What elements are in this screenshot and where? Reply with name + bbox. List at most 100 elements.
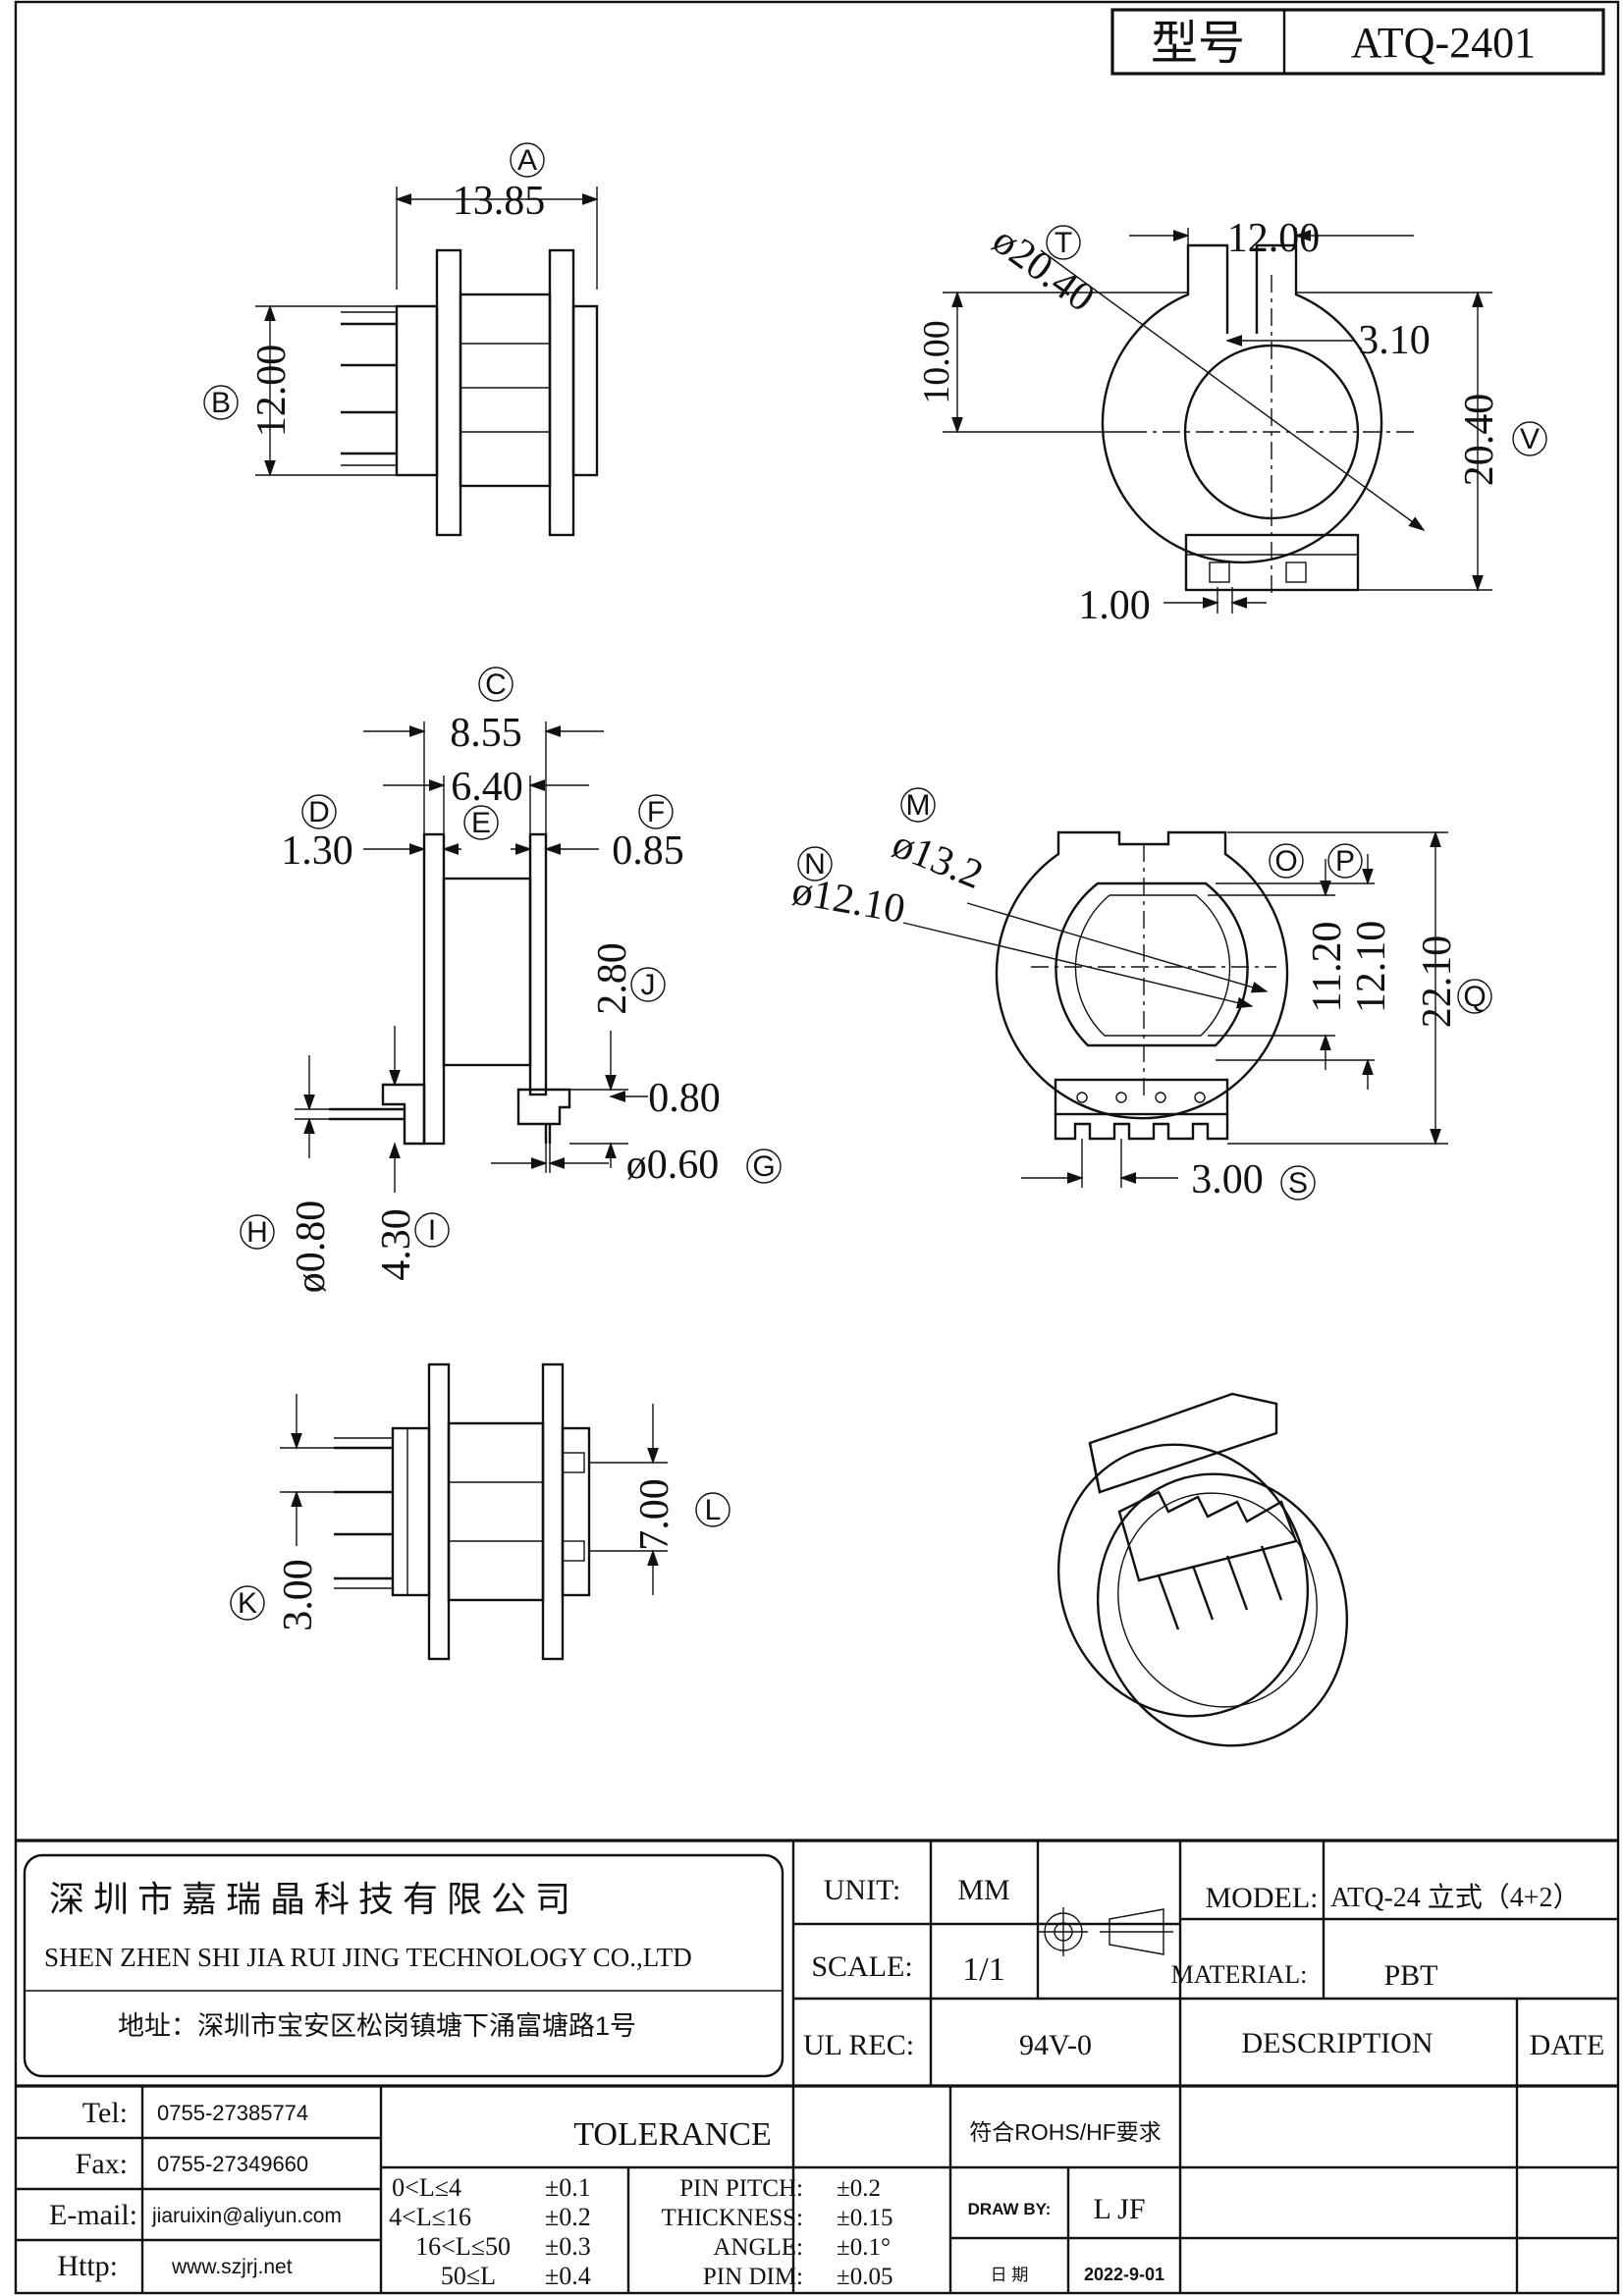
tol-value-0: ±0.1 <box>545 2173 591 2202</box>
tag-D: D <box>308 796 330 828</box>
tol-value-2: ±0.3 <box>545 2232 591 2261</box>
email-value: jiaruixin@aliyun.com <box>151 2205 342 2227</box>
tag-F: F <box>647 796 665 828</box>
view-section-middle-left: 8.55 C 6.40 1.30 D E 0.85 F 2.80 J 0.80 <box>240 667 782 1294</box>
company-name-en: SHEN ZHEN SHI JIA RUI JING TECHNOLOGY CO… <box>44 1943 692 1972</box>
material-label: MATERIAL: <box>1171 1960 1308 1989</box>
drawby-label: DRAW BY: <box>968 2200 1052 2218</box>
header-model-label: 型号 <box>1151 18 1245 70</box>
spec-name-2: ANGLE: <box>713 2234 803 2261</box>
view-end-top-right: 12.00 3.10 ø20.40 T 10.00 20.40 V 1.00 <box>916 216 1547 628</box>
ulrec-label: UL REC: <box>803 2029 914 2061</box>
view-end-middle-right: ø13.2 M ø12.10 N 11.20 12.10 O P 22.10 Q <box>788 787 1492 1202</box>
spec-tol-3: ±0.05 <box>837 2264 893 2290</box>
dim-080: 0.80 <box>648 1076 721 1121</box>
unit-label: UNIT: <box>824 1874 901 1906</box>
date-header-label: DATE <box>1530 2029 1605 2061</box>
view-side-top-left: 13.85 A 12.00 B <box>203 142 599 537</box>
fax-label: Fax: <box>76 2148 128 2180</box>
dim-O: 11.20 <box>1305 922 1350 1013</box>
dim-K: 3.00 <box>276 1559 321 1631</box>
tag-H: H <box>246 1216 268 1249</box>
email-label: E-mail: <box>49 2199 137 2231</box>
tolerance-label: TOLERANCE <box>573 2116 771 2153</box>
tol-range-1: 4<L≤16 <box>389 2203 471 2231</box>
spec-name-3: PIN DIM: <box>703 2264 803 2290</box>
company-address: 地址：深圳市宝安区松岗镇塘下涌富塘路1号 <box>118 2011 636 2041</box>
dim-B: 12.00 <box>249 345 295 438</box>
tag-M: M <box>906 789 931 822</box>
date-value: 2022-9-01 <box>1084 2265 1164 2284</box>
dim-A: 13.85 <box>453 179 546 224</box>
scale-label: SCALE: <box>811 1950 912 1983</box>
dim-P: 12.10 <box>1349 921 1394 1014</box>
dim-F: 0.85 <box>612 828 684 874</box>
dim-Q: 22.10 <box>1415 935 1460 1029</box>
title-block: 深 圳 市 嘉 瑞 晶 科 技 有 限 公 司 SHEN ZHEN SHI JI… <box>16 1839 1618 2293</box>
dim-V: 20.40 <box>1457 394 1502 487</box>
model-label: MODEL: <box>1206 1882 1319 1914</box>
http-value: www.szjrj.net <box>171 2256 293 2278</box>
spec-name-0: PIN PITCH: <box>679 2175 803 2202</box>
unit-value: MM <box>957 1874 1009 1906</box>
tel-label: Tel: <box>82 2097 128 2129</box>
spec-tol-1: ±0.15 <box>837 2205 893 2231</box>
dim-C: 8.55 <box>450 711 522 756</box>
tel-value: 0755-27385774 <box>157 2101 308 2125</box>
tolerance-table: 0<L≤4 ±0.1 4<L≤16 ±0.2 16<L≤50 ±0.3 50≤L… <box>389 2173 591 2290</box>
spec-table: PIN PITCH: ±0.2 THICKNESS: ±0.15 ANGLE: … <box>662 2175 893 2290</box>
dim-T: ø20.40 <box>984 218 1102 321</box>
model-value: ATQ-24 立式（4+2） <box>1330 1882 1581 1913</box>
tol-value-3: ±0.4 <box>545 2262 591 2290</box>
dim-slot: 3.10 <box>1358 318 1431 363</box>
tag-L: L <box>705 1494 722 1526</box>
spec-name-1: THICKNESS: <box>662 2205 803 2231</box>
tag-G: G <box>752 1150 775 1183</box>
material-value: PBT <box>1383 1959 1437 1992</box>
dim-L: 7.00 <box>632 1478 677 1551</box>
ulrec-value: 94V-0 <box>1019 2029 1092 2061</box>
tag-S: S <box>1288 1167 1308 1200</box>
tag-T: T <box>1055 227 1072 259</box>
tag-I: I <box>428 1214 436 1247</box>
projection-symbol-icon <box>1039 1907 1173 1956</box>
dim-gap: 1.00 <box>1078 583 1151 628</box>
drawby-value: L JF <box>1093 2193 1145 2225</box>
dim-H: ø0.80 <box>289 1201 334 1294</box>
tag-P: P <box>1335 845 1355 878</box>
fax-value: 0755-27349660 <box>157 2152 308 2176</box>
header-model-box: 型号 ATQ-2401 <box>1110 8 1605 76</box>
tag-N: N <box>804 848 826 881</box>
tag-C: C <box>485 668 507 701</box>
scale-value: 1/1 <box>962 1951 1004 1988</box>
tag-J: J <box>641 969 656 1001</box>
tag-O: O <box>1274 845 1297 878</box>
dim-height-left: 10.00 <box>916 320 957 404</box>
dim-top-width: 12.00 <box>1227 216 1321 261</box>
tol-range-2: 16<L≤50 <box>415 2232 511 2261</box>
dim-I: 4.30 <box>374 1208 419 1281</box>
tag-V: V <box>1520 423 1540 455</box>
tol-range-0: 0<L≤4 <box>392 2173 461 2202</box>
company-name-cn: 深 圳 市 嘉 瑞 晶 科 技 有 限 公 司 <box>49 1880 570 1919</box>
header-model-value: ATQ-2401 <box>1351 19 1536 67</box>
view-isometric <box>1056 1392 1349 1747</box>
drawing-border <box>14 0 1620 2295</box>
dim-S: 3.00 <box>1191 1157 1264 1202</box>
tol-range-3: 50≤L <box>441 2262 496 2290</box>
http-label: Http: <box>57 2250 118 2282</box>
tag-A: A <box>517 144 537 177</box>
rohs-note: 符合ROHS/HF要求 <box>969 2119 1162 2145</box>
dim-G: ø0.60 <box>626 1143 720 1188</box>
view-top-bottom-left: 7.00 L 3.00 K <box>230 1362 730 1661</box>
date-cn-label: 日 期 <box>991 2266 1029 2284</box>
spec-tol-2: ±0.1° <box>837 2234 891 2261</box>
dim-E: 6.40 <box>451 765 523 810</box>
tol-value-1: ±0.2 <box>545 2203 591 2231</box>
tag-B: B <box>211 387 231 419</box>
description-label: DESCRIPTION <box>1241 2027 1433 2059</box>
tag-E: E <box>471 807 491 839</box>
spec-tol-0: ±0.2 <box>837 2175 881 2202</box>
tag-Q: Q <box>1463 981 1486 1013</box>
